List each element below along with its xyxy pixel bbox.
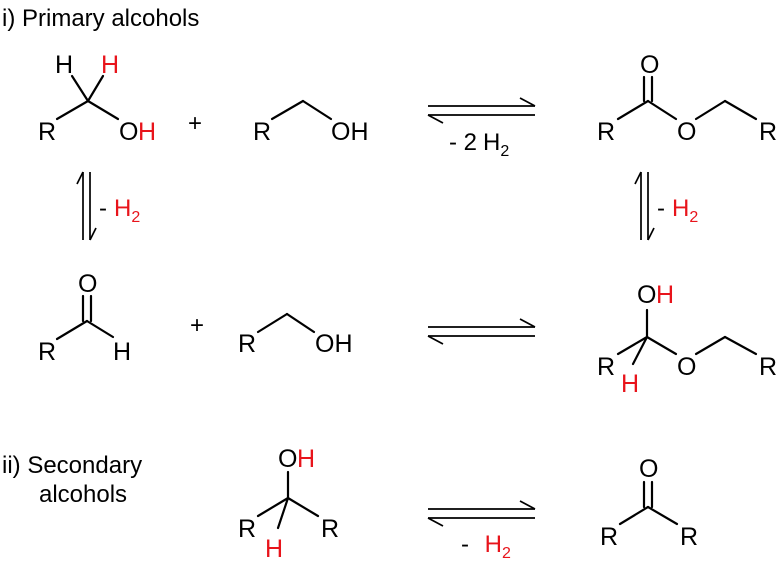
bond [86,99,120,121]
condition-minus-h2-right: -H2 [657,195,698,226]
atom-o: O [677,118,696,146]
atom-r: R [680,523,698,551]
bond [86,74,105,103]
atom-h-highlight: H [297,445,315,473]
bond [256,496,290,518]
bond [55,99,90,121]
ketone: O R R [600,455,698,551]
bond [256,312,289,334]
bond [618,505,650,526]
bond [55,319,89,341]
bond [723,335,758,356]
bond [276,496,290,530]
equilibrium-arrow-top [427,97,536,124]
condition-minus-h2-bottom: - H2 [461,531,511,562]
atom-h: H [113,338,131,366]
bond [646,505,679,526]
section-title-primary: i) Primary alcohols [2,5,199,32]
atom-r: R [238,515,256,543]
atom-o: O [78,270,97,298]
bond [286,496,320,518]
atom-r: R [38,118,56,146]
equilibrium-arrow-bottom [427,500,536,527]
equilibrium-arrow-right [634,171,655,241]
atom-r: R [597,353,615,381]
bond [301,99,333,121]
atom-o: O [119,118,138,146]
primary-alcohol-3: R OH [238,312,353,358]
atom-r: R [759,353,777,381]
atom-o: O [278,445,297,473]
atom-o: O [639,455,658,483]
atom-h-highlight: H [101,51,119,79]
atom-oh: OH [331,118,369,146]
bond [270,99,305,121]
atom-o: O [677,353,696,381]
bond [694,335,727,356]
bond [646,99,678,121]
section-title-secondary-line1: ii) Secondary [2,452,142,479]
atom-r: R [321,515,339,543]
equilibrium-arrow-middle [427,318,536,345]
hemiacetal: O H R O R H [597,281,777,398]
atom-r: R [600,523,618,551]
bond [85,319,115,339]
plus-sign: + [190,312,204,339]
plus-sign: + [188,110,202,137]
primary-alcohol-2: R OH [253,99,369,146]
atom-r: R [759,118,777,146]
primary-alcohol-1: R H H O H [38,51,156,146]
atom-h: H [55,51,73,79]
bond [285,312,316,334]
atom-h-highlight: H [138,118,156,146]
bond [616,335,649,356]
atom-r: R [238,330,256,358]
atom-oh: OH [315,330,353,358]
section-title-secondary-line2: alcohols [39,481,127,508]
atom-h-highlight: H [656,281,674,309]
atom-r: R [597,118,615,146]
atom-h-highlight: H [621,370,639,398]
bond [645,335,678,356]
equilibrium-arrow-left [76,171,97,241]
bond [694,99,727,121]
bond [70,74,90,103]
bond [616,99,650,121]
atom-h-highlight: H [265,535,283,563]
atom-o: O [640,51,659,79]
bond [723,99,758,121]
atom-r: R [253,118,271,146]
bond [631,335,649,366]
condition-minus-h2-left: -H2 [99,195,140,226]
aldehyde: O R H [38,270,131,366]
secondary-alcohol: O H R R H [238,445,339,563]
atom-o: O [637,281,656,309]
ester-product: O R O R [597,51,777,146]
atom-r: R [38,338,56,366]
